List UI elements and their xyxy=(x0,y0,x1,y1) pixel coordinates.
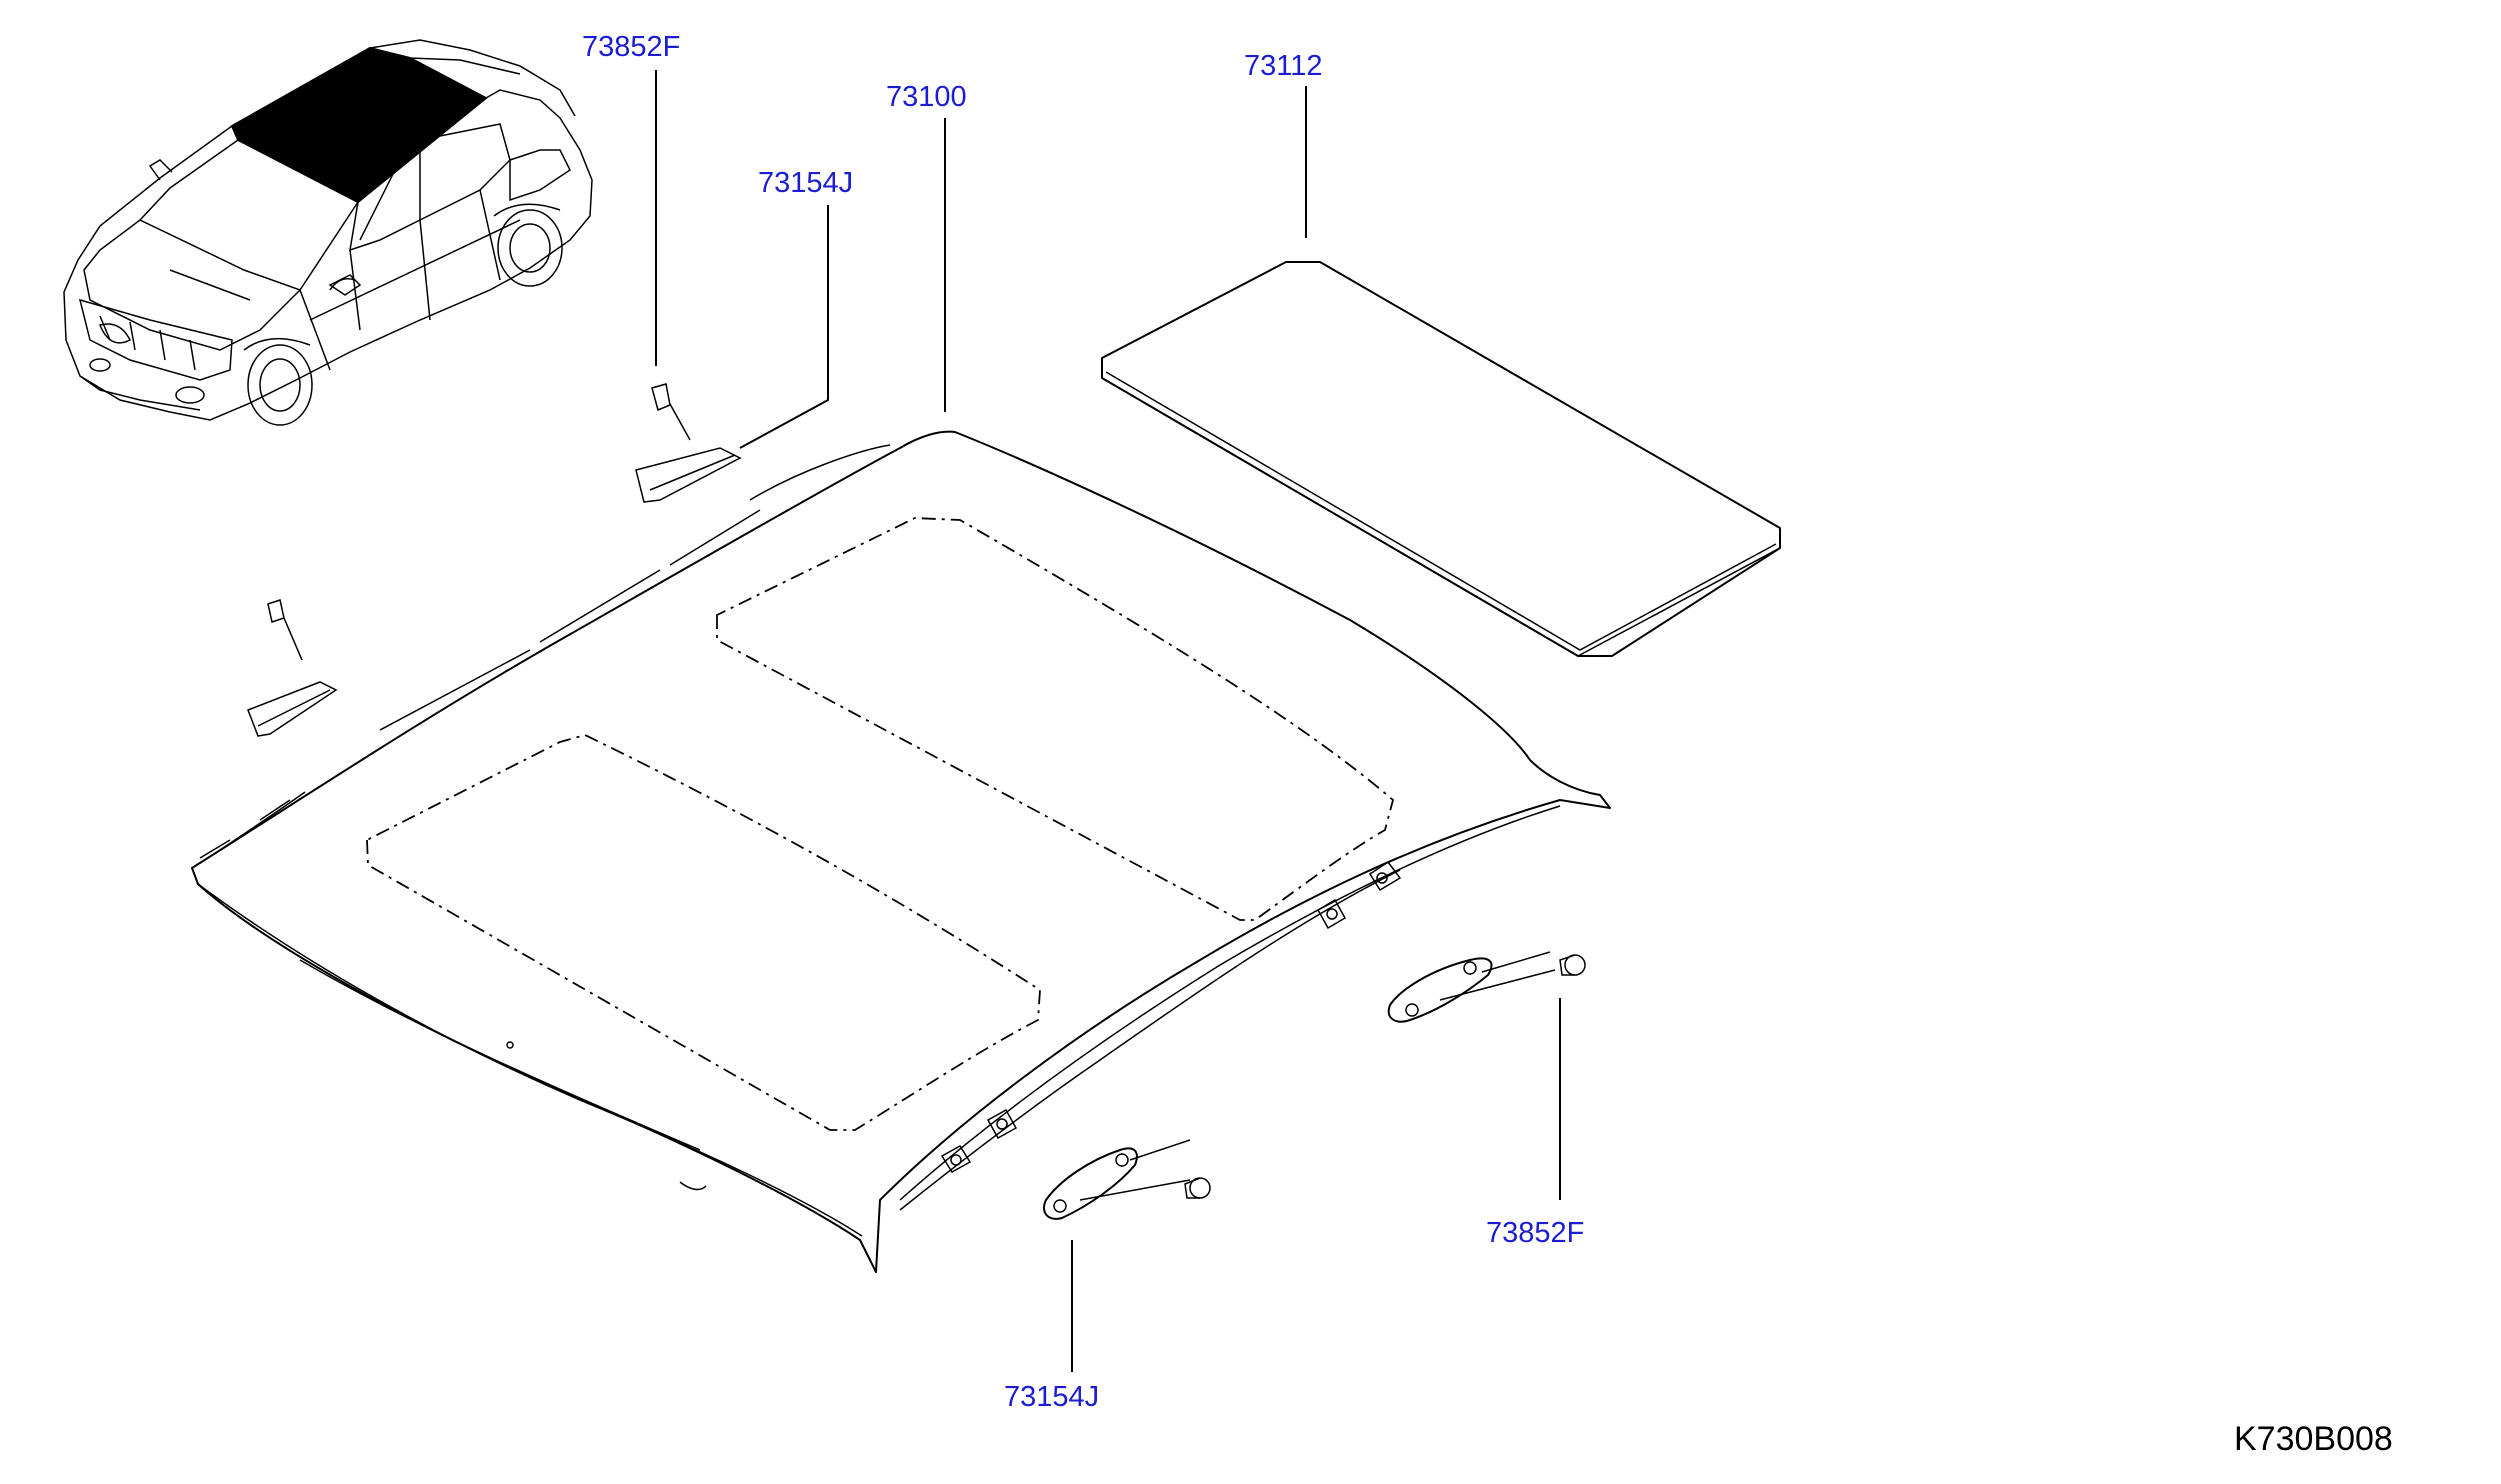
leader-bracket-upper xyxy=(739,205,829,449)
part-number-bracket-lower[interactable]: 73154J xyxy=(1004,1381,1099,1413)
part-number-clip-upper[interactable]: 73852F xyxy=(582,31,680,63)
part-number-roof-reinforcement[interactable]: 73112 xyxy=(1244,50,1323,82)
diagram-code: K730B008 xyxy=(2234,1420,2393,1458)
roof-panel xyxy=(191,430,1611,1273)
part-number-roof-panel[interactable]: 73100 xyxy=(886,81,967,113)
upper-clip-bracket xyxy=(635,383,742,503)
roof-reinforcement-panel xyxy=(1101,261,1781,657)
part-number-clip-lower[interactable]: 73852F xyxy=(1486,1217,1584,1249)
leader-lines xyxy=(655,70,1561,1372)
left-clip-bracket xyxy=(247,599,338,737)
right-clip-bracket xyxy=(1387,951,1586,1023)
car-thumbnail xyxy=(63,39,593,426)
part-number-bracket-upper[interactable]: 73154J xyxy=(758,167,853,199)
lower-clip-bracket xyxy=(1043,1139,1211,1220)
